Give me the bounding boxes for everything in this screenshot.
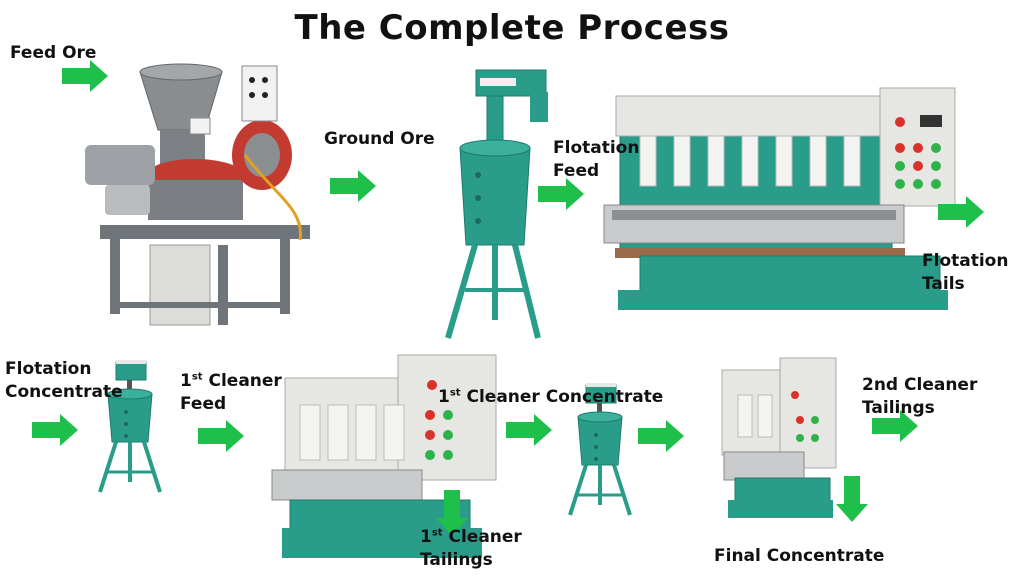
diagram-title: The Complete Process: [294, 8, 730, 48]
ground-ore-label: Ground Ore: [324, 129, 435, 149]
flow-arrow-icon: [32, 414, 78, 446]
flow-arrow-icon: [506, 414, 552, 446]
cleaner1-concentrate-label: 1st Cleaner Concentrate: [438, 387, 664, 407]
flow-arrow-icon: [836, 476, 868, 522]
cleaner1-feed-label: 1st Cleaner Feed: [180, 371, 282, 414]
feed-ore-label: Feed Ore: [10, 43, 97, 63]
flotation-bank-icon: [271, 354, 497, 558]
cleaner2-tailings-label: 2nd Cleaner Tailings: [862, 375, 978, 418]
flotation-feed-label: Flotation Feed: [553, 138, 640, 181]
flotation-concentrate-label: Flotation Concentrate: [5, 359, 123, 402]
flow-arrow-icon: [330, 170, 376, 202]
flotation-bank-icon: [603, 87, 956, 310]
flotation-tails-label: Flotation Tails: [922, 251, 1009, 294]
flotation-bank-icon: [721, 357, 837, 518]
flow-arrow-icon: [638, 420, 684, 452]
grinding-mill-icon: [85, 63, 310, 326]
flow-arrow-icon: [198, 420, 244, 452]
final-concentrate-label: Final Concentrate: [714, 546, 885, 566]
conditioner-tank-icon: [445, 69, 548, 339]
cleaner1-tailings-label: 1st Cleaner Tailings: [420, 527, 522, 570]
